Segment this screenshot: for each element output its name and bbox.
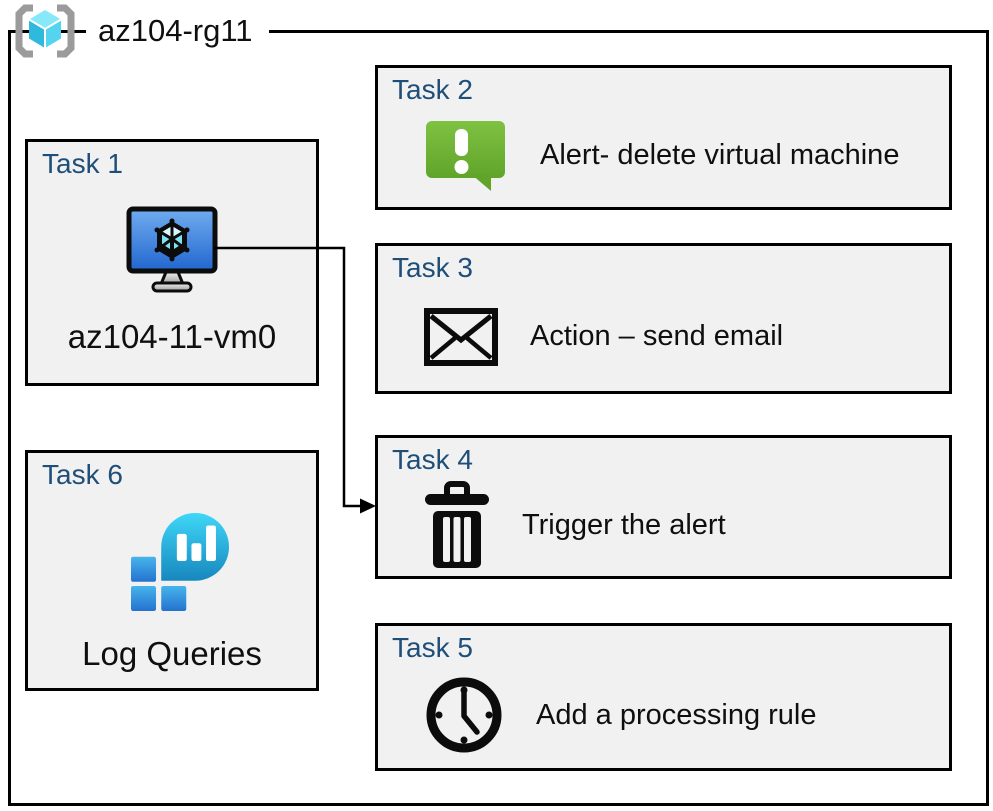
resource-group-legend: az104-rg11 — [12, 2, 269, 60]
task3-title: Task 3 — [392, 252, 473, 283]
resource-group-icon — [15, 4, 75, 58]
alert-message-icon — [426, 120, 505, 191]
task4-box: Task 4 Trigger the alert — [375, 435, 952, 579]
task5-box: Task 5 Add a processing rule — [375, 623, 952, 771]
task3-label: Action – send email — [530, 320, 784, 352]
task5-label: Add a processing rule — [536, 698, 817, 731]
email-envelope-icon — [424, 307, 498, 366]
resource-group-frame — [8, 30, 989, 806]
virtual-machine-icon — [126, 206, 218, 293]
task5-title: Task 5 — [392, 632, 473, 663]
log-analytics-icon — [131, 513, 229, 611]
vm-name-label: az104-11-vm0 — [67, 318, 277, 355]
task2-title: Task 2 — [392, 74, 473, 105]
task6-title: Task 6 — [42, 459, 123, 490]
clock-icon — [426, 677, 502, 753]
task1-title: Task 1 — [42, 148, 123, 179]
task2-label: Alert- delete virtual machine — [540, 139, 900, 171]
task1-box: Task 1 — [25, 139, 319, 386]
task6-box: Task 6 Log Queries — [25, 450, 319, 691]
resource-group-label: az104-rg11 — [86, 8, 269, 54]
task4-label: Trigger the alert — [522, 508, 726, 541]
log-queries-label: Log Queries — [82, 635, 262, 672]
trash-icon — [425, 481, 489, 568]
task3-box: Task 3 Action – send email — [375, 243, 952, 394]
task2-box: Task 2 Alert- delete virtual machine — [375, 65, 952, 210]
task4-title: Task 4 — [392, 444, 473, 475]
